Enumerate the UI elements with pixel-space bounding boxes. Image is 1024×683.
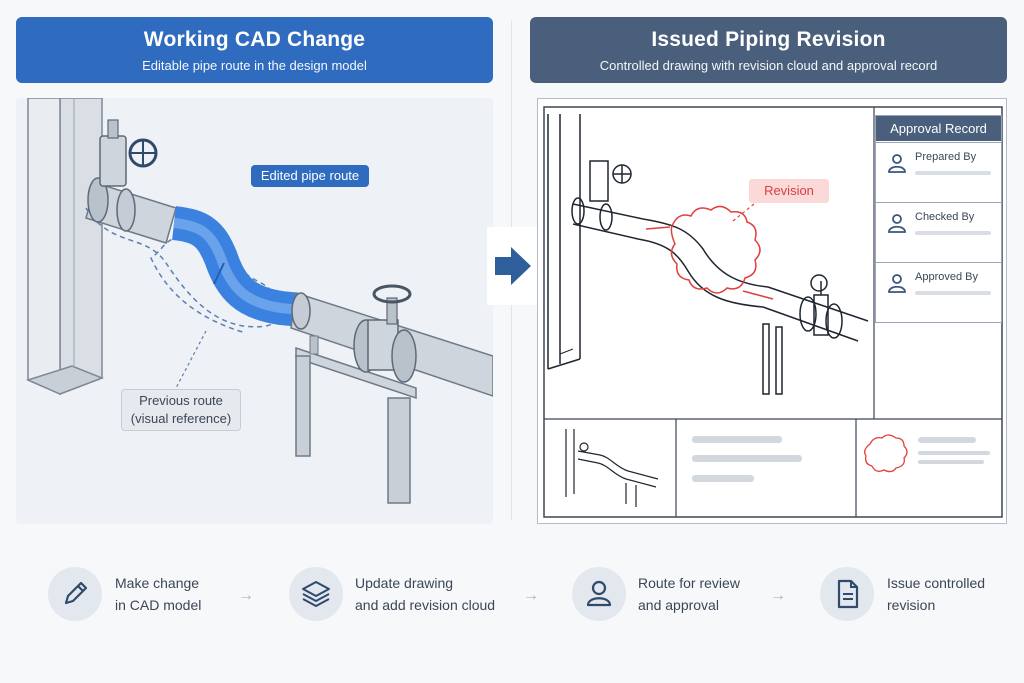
step-2-line-1: Update drawing (355, 575, 454, 591)
approval-label: Approved By (915, 271, 978, 283)
edited-pipe-leader (213, 262, 225, 285)
user-icon (888, 274, 906, 293)
previous-route-leader (175, 330, 207, 389)
step-2-line-2: and add revision cloud (355, 597, 496, 613)
revision-cloud (670, 205, 761, 294)
edited-pipe-route (171, 206, 303, 327)
step-arrow-icon: → (523, 587, 539, 604)
step-arrow-icon: → (238, 587, 254, 604)
right-panel-banner: Issued Piping Revision Controlled drawin… (530, 17, 1007, 83)
signature-line (915, 171, 991, 175)
previous-route-label: Previous route (139, 393, 223, 408)
approval-record-header: Approval Record (876, 116, 1001, 141)
step-3-text: Route for review and approval (638, 572, 740, 616)
step-4-line-1: Issue controlled (887, 575, 986, 591)
edited-route-callout: Edited pipe route (251, 165, 369, 187)
signature-line (915, 291, 991, 295)
step-1-text: Make change in CAD model (115, 572, 201, 616)
user-icon (572, 567, 626, 621)
legend-revision-cloud (864, 434, 908, 473)
layers-icon (289, 567, 343, 621)
step-arrow-icon: → (770, 587, 786, 604)
approval-record-box: Approval Record Prepared By Checked By A… (875, 115, 1002, 323)
pipe-left-segment (85, 177, 177, 244)
document-icon (820, 567, 874, 621)
signature-line (915, 231, 991, 235)
drawing-pipe (571, 160, 869, 395)
pipe-support-frame (295, 335, 417, 504)
revision-tag: Revision (749, 179, 829, 203)
approval-row-checked: Checked By (876, 202, 1001, 263)
approval-label: Checked By (915, 211, 975, 223)
left-panel-title: Working CAD Change (143, 28, 366, 51)
approval-row-approved: Approved By (876, 262, 1001, 323)
step-4-text: Issue controlled revision (887, 572, 985, 616)
previous-route-note: (visual reference) (130, 411, 232, 426)
drawing-column (547, 114, 581, 370)
drawing-linework (543, 106, 1003, 518)
approval-label: Prepared By (915, 151, 977, 163)
step-4-line-2: revision (887, 597, 936, 613)
step-1-line-1: Make change (115, 575, 200, 591)
right-panel-title: Issued Piping Revision (651, 28, 886, 51)
drawing-thumbnail (565, 429, 659, 507)
right-arrow-icon (495, 247, 531, 285)
cad-model-panel (16, 98, 493, 524)
previous-route-outline (85, 207, 282, 334)
cad-pipe-illustration (25, 98, 493, 504)
lower-gate-valve (353, 284, 417, 383)
step-3-line-1: Route for review (638, 575, 740, 591)
user-icon (888, 154, 906, 173)
left-panel-banner: Working CAD Change Editable pipe route i… (16, 17, 493, 83)
title-block-text-placeholders (692, 436, 990, 482)
approval-row-prepared: Prepared By (876, 142, 1001, 203)
previous-route-callout: Previous route (visual reference) (121, 389, 241, 431)
flow-arrow-container (487, 227, 539, 305)
step-3-line-2: and approval (638, 597, 719, 613)
step-1-line-2: in CAD model (115, 597, 202, 613)
step-2-text: Update drawing and add revision cloud (355, 572, 495, 616)
left-panel-subtitle: Editable pipe route in the design model (142, 58, 367, 73)
revision-leader (732, 190, 771, 222)
steel-column (25, 98, 105, 396)
user-icon (888, 214, 906, 233)
upper-gate-valve (99, 119, 158, 187)
pencil-icon (48, 567, 102, 621)
right-panel-subtitle: Controlled drawing with revision cloud a… (599, 58, 938, 73)
